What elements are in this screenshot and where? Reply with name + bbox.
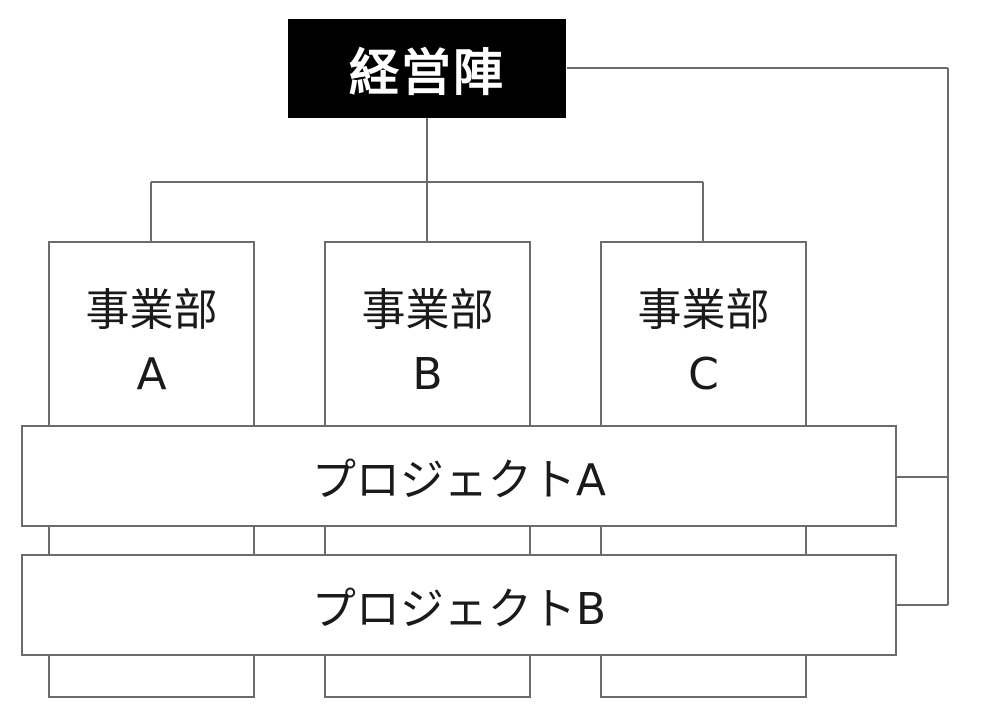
management-label: 経営陣: [349, 43, 505, 102]
project-a-label: プロジェクトA: [311, 455, 607, 506]
department-c-letter: C: [688, 349, 719, 400]
management-box: 経営陣: [288, 19, 566, 118]
project-b-bar: プロジェクトB: [21, 554, 897, 656]
project-b-label: プロジェクトB: [311, 584, 607, 635]
department-b-name: 事業部: [361, 285, 494, 336]
department-a-name: 事業部: [85, 285, 218, 336]
project-a-bar: プロジェクトA: [21, 425, 897, 527]
department-b-letter: B: [412, 349, 443, 400]
department-c-name: 事業部: [637, 285, 770, 336]
department-a-letter: A: [136, 349, 167, 400]
